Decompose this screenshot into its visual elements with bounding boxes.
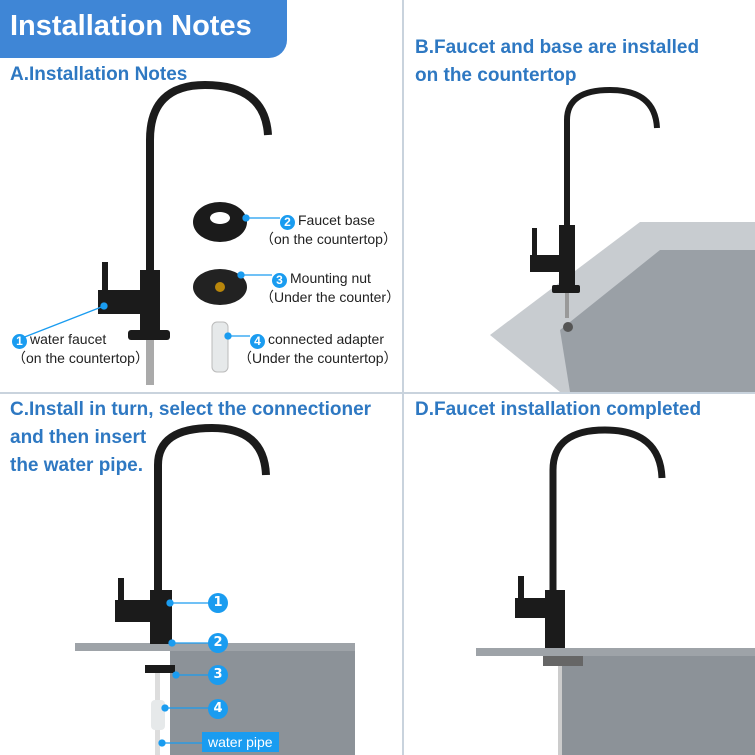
water-pipe-label: water pipe [202, 732, 279, 752]
marker-1: 1 [208, 593, 228, 613]
part-location: （Under the countertop） [238, 350, 398, 366]
sink-d [476, 648, 755, 755]
faucet-d [515, 426, 666, 648]
title-line: on the countertop [415, 65, 577, 86]
callout-4: 4 [250, 334, 265, 349]
panel-d-title: D.Faucet installation completed [415, 399, 702, 420]
part-name: connected adapter [268, 331, 384, 347]
title-badge: Installation Notes [0, 0, 287, 58]
callout-2: 2 [280, 215, 295, 230]
part-name: Mounting nut [290, 270, 371, 286]
mounting-nut-part [193, 269, 247, 305]
title-line: the water pipe. [10, 455, 144, 476]
part-location: （on the countertop） [260, 231, 397, 247]
title-line: and then insert [10, 427, 147, 448]
panel-b-title: B.Faucet and base are installed on the co… [415, 34, 699, 90]
title-line: C.Install in turn, select the connection… [10, 399, 372, 420]
faucet-base-part [193, 202, 247, 242]
faucet-a [98, 80, 272, 385]
part-location: （Under the counter） [260, 289, 401, 305]
marker-4: 4 [208, 699, 228, 719]
leader-lines [21, 214, 280, 747]
divider-horizontal [0, 392, 755, 394]
callout-1: 1 [12, 334, 27, 349]
divider-vertical [402, 0, 404, 755]
title-line: B.Faucet and base are installed [415, 37, 700, 58]
panel-c-title: C.Install in turn, select the connection… [10, 396, 371, 480]
faucet-b [530, 86, 660, 318]
panel-a-title: A.Installation Notes [10, 64, 188, 85]
sink-b [490, 222, 755, 392]
part-name: water faucet [30, 331, 107, 347]
part-location: （on the countertop） [12, 350, 149, 366]
marker-3: 3 [208, 665, 228, 685]
adapter-part [211, 321, 229, 373]
callout-3: 3 [272, 273, 287, 288]
marker-2: 2 [208, 633, 228, 653]
part-name: Faucet base [298, 212, 376, 228]
